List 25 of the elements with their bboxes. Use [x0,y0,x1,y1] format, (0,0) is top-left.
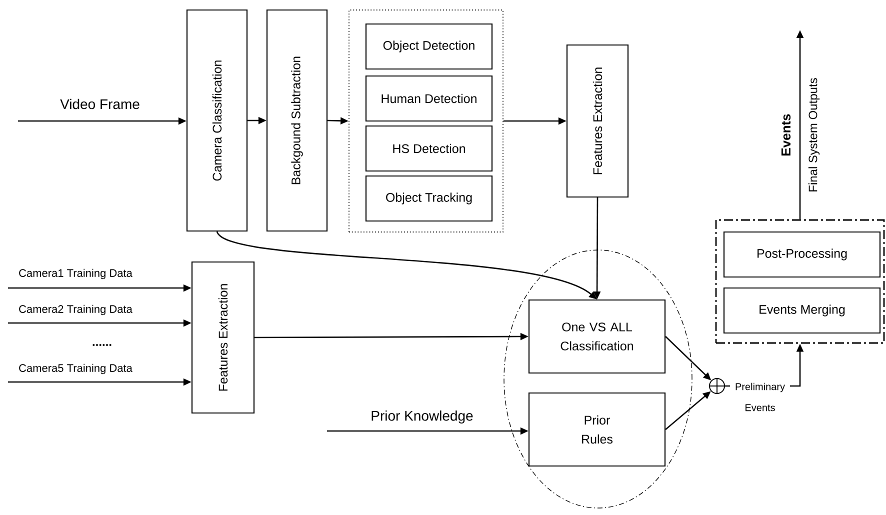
edge-label: Camera2 Training Data [19,304,132,316]
edge-label: Final System Outputs [808,78,820,192]
process-box: Features Extraction [191,261,255,414]
edge-label: Camera1 Training Data [19,268,132,280]
edge-label: Prior Knowledge [372,410,473,424]
edge-label: Camera5 Training Data [19,364,132,374]
edge-label: Preliminary Events [730,382,790,412]
ellipsis-label: ...... [92,344,112,346]
process-box: Events Merging [723,287,881,334]
process-box: HS Detection [365,125,493,172]
process-box: Object Detection [365,23,493,70]
process-box: Features Extraction [566,44,629,198]
dashed-ellipse [504,250,692,508]
process-box: One VS ALL Classification [528,299,666,374]
dashed-frame [348,10,504,232]
process-box: Human Detection [365,75,493,122]
process-box: Camera Classification [186,9,248,232]
process-box: Prior Rules [528,392,666,467]
edge-label: Video Frame [60,98,140,110]
process-box: Backgound Subtraction [266,9,328,232]
sum-junction [708,378,726,394]
process-box: Object Tracking [365,175,493,222]
output-label: Events [781,114,791,156]
dashed-frame [715,219,885,344]
process-box: Post-Processing [723,231,881,278]
